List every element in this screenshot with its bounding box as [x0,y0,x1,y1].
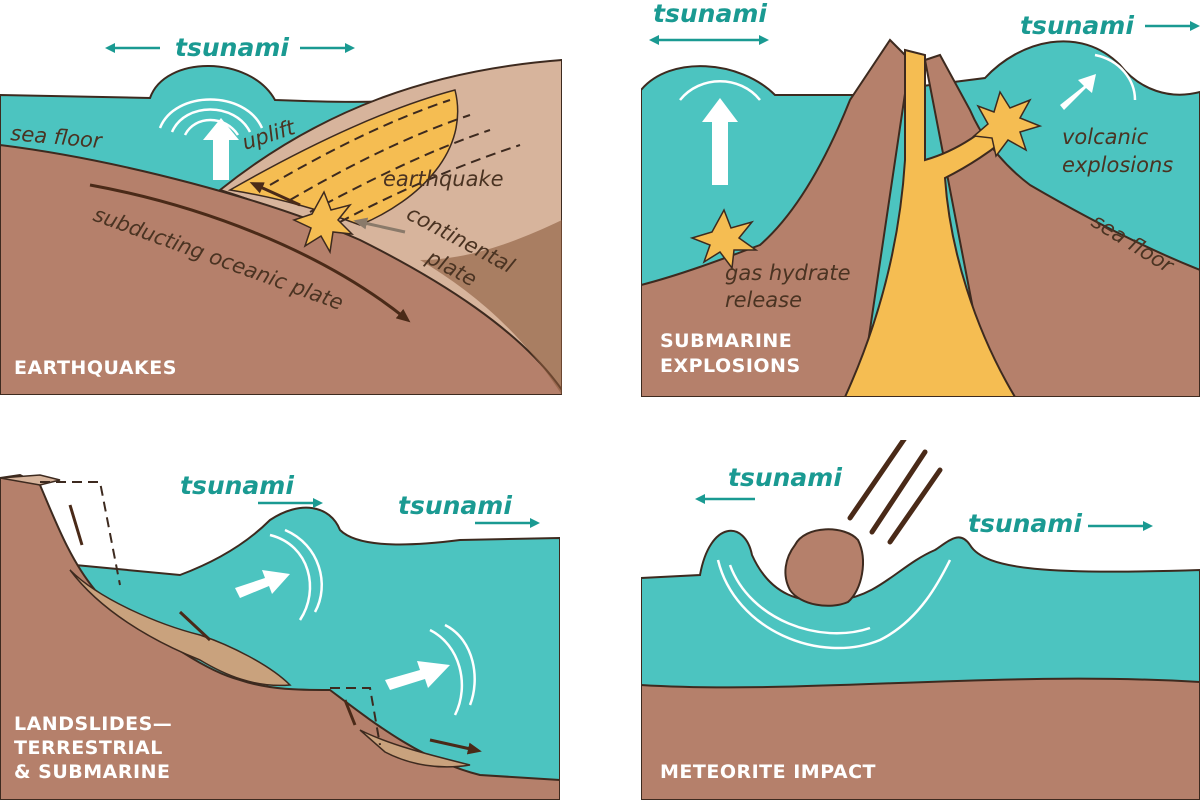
gas-burst-icon [689,208,759,270]
continental-push-arrow [353,217,406,234]
gas-hydrate-label: gas hydrate [725,261,851,285]
panel-title-submarine-2: EXPLOSIONS [660,355,801,377]
panel-meteorite-impact: tsunami tsunami METEORITE IMPACT [641,440,1200,800]
wave-arc-left [679,80,761,101]
tsunami-label-left: tsunami [728,463,842,492]
panel-title-submarine-1: SUBMARINE [660,330,792,352]
landslide-original-outline [40,481,381,746]
wave-arc-right [1094,53,1137,101]
panel-landslides: tsunami tsunami LANDSLIDES— TERRESTRIAL … [0,471,560,800]
panel-title-landslides-2: TERRESTRIAL [14,737,163,759]
impact-wave-arcs [716,559,952,650]
push-arrow-right [385,661,450,690]
panel-title-earthquakes: EARTHQUAKES [14,357,177,379]
slide-deposit-upper [69,569,292,687]
wave-arcs-right [429,623,476,716]
explosions-label: explosions [1062,153,1173,177]
tsunami-label-right: tsunami [968,509,1082,538]
fault-lines [269,99,521,223]
panel-submarine-explosions: tsunami tsunami volcanic explosions gas … [641,0,1200,397]
panel-earthquakes: tsunami sea floor uplift earthquake cont… [0,33,562,395]
tsunami-wave-arcs [158,98,264,136]
tsunami-label-2: tsunami [398,491,512,520]
sea-floor [641,677,1200,800]
tsunami-label-right: tsunami [1020,11,1134,40]
slide-deposit-lower [359,729,471,768]
subduction-arrow [89,183,411,323]
panel-title-landslides-3: & SUBMARINE [14,761,170,783]
sea-floor-left [641,38,912,397]
uplift-arrow [203,118,239,180]
cliff-land [0,473,560,800]
push-arrow-left [235,570,290,598]
rupture-arrow [249,182,301,207]
meteorite-trails [847,440,943,545]
earthquake-label: earthquake [383,167,504,191]
tsunami-label: tsunami [175,33,289,62]
uplift-arrow-left [702,98,738,185]
uplift-arrow-right [1060,74,1096,110]
explosion-burst-icon [972,90,1043,158]
release-label: release [725,288,802,312]
tsunami-label-1: tsunami [180,471,294,500]
panel-title-landslides-1: LANDSLIDES— [14,713,172,735]
wave-arcs-left [269,528,323,621]
panel-title-meteorite: METEORITE IMPACT [660,761,876,783]
tsunami-label-left: tsunami [653,0,767,28]
earthquake-burst-icon [291,190,355,255]
meteorite-icon [784,528,864,607]
continental-edge-shadow [420,220,562,395]
oceanic-plate [0,143,562,395]
volcanic-label: volcanic [1062,125,1149,149]
landslide-arrows [68,504,475,750]
